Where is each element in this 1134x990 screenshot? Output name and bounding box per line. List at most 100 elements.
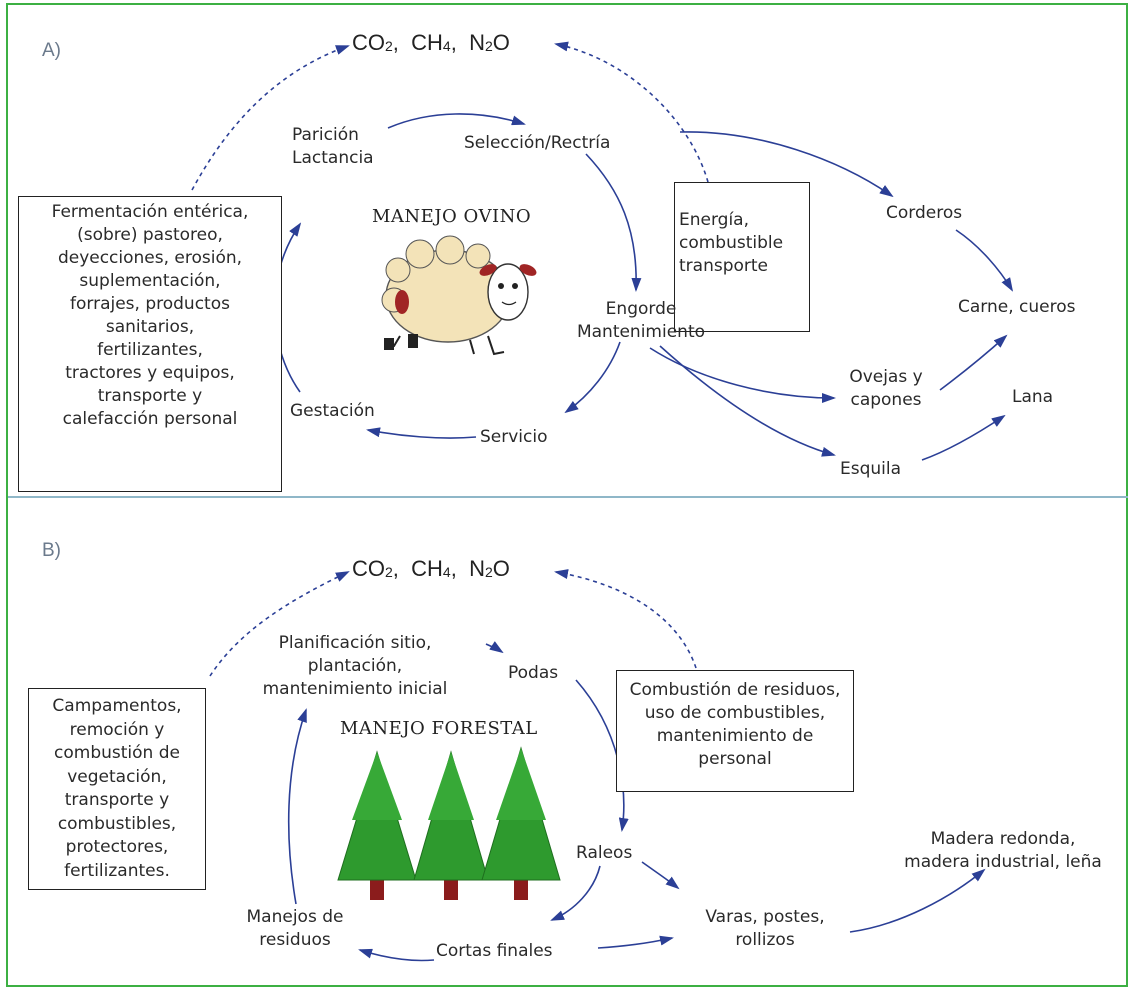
node-madera: Madera redonda, madera industrial, leña <box>878 828 1128 874</box>
panel-a-inputs-box: Fermentación entérica, (sobre) pastoreo,… <box>18 196 282 492</box>
arrow-b-dashed-left <box>209 571 350 677</box>
arrow-cortas-manejos <box>358 948 435 962</box>
node-line: Varas, postes, <box>705 907 825 927</box>
node-lana: Lana <box>1012 387 1054 407</box>
figure-frame <box>6 3 1128 987</box>
gas-ch4-text: CH <box>411 556 443 581</box>
box-line: vegetación, <box>67 766 167 787</box>
box-line: Energía, <box>679 210 750 230</box>
sheep-illustration <box>381 235 537 356</box>
box-line: combustible <box>679 233 784 253</box>
node-line: capones <box>850 390 922 410</box>
arrow-a-dashed-right <box>554 41 709 183</box>
node-raleos: Raleos <box>576 843 633 863</box>
node-line: plantación, <box>307 656 403 676</box>
panel-divider <box>8 496 1128 498</box>
arrow-engorde-ovejas <box>649 347 836 403</box>
box-line: protectores, <box>65 837 169 857</box>
panel-b-emissions-box: Combustión de residuos, uso de combustib… <box>616 670 854 792</box>
box-line: suplementación, <box>79 271 221 291</box>
gas-co2-sub: 2 <box>385 564 393 580</box>
tree-2 <box>413 750 489 900</box>
node-podas: Podas <box>508 663 559 683</box>
gas-co2-text: CO <box>352 30 385 55</box>
node-gestacion: Gestación <box>290 401 375 421</box>
arrow-manejos-planificacion <box>287 708 307 905</box>
arrow-engorde-esquila <box>659 345 836 457</box>
gas-n2o-sub: 2 <box>484 564 493 580</box>
box-line: (sobre) pastoreo, <box>77 225 223 245</box>
node-line: Planificación sitio, <box>278 633 432 653</box>
arrow-esquila-lana <box>921 414 1006 461</box>
panel-b-title: MANEJO FORESTAL <box>340 718 538 739</box>
arrow-servicio-gestacion <box>366 427 477 439</box>
node-line: Ovejas y <box>849 367 923 387</box>
trees-illustration <box>337 746 561 900</box>
node-servicio: Servicio <box>480 427 548 447</box>
box-line: Campamentos, <box>52 696 182 716</box>
tree-1 <box>337 750 417 900</box>
arrow-raleos-varas <box>641 861 680 890</box>
box-line: transporte y <box>64 790 170 810</box>
arrow-seleccion-corderos <box>679 131 894 198</box>
box-line: transporte y <box>97 386 203 406</box>
box-line: calefacción personal <box>62 409 238 429</box>
node-line: Mantenimiento <box>576 322 706 342</box>
node-seleccion: Selección/Rectría <box>464 133 611 153</box>
arrow-paricion-seleccion <box>387 113 526 129</box>
panel-a-label: A) <box>42 40 61 61</box>
node-varas: Varas, postes, rollizos <box>680 906 850 952</box>
gas-n2o-sub: 2 <box>484 38 493 54</box>
node-manejos: Manejos de residuos <box>236 906 354 952</box>
arrow-raleos-cortas <box>550 865 601 921</box>
gas-n2o-text: N <box>469 556 485 581</box>
node-line: mantenimiento inicial <box>262 679 448 699</box>
box-line: fertilizantes. <box>64 860 170 881</box>
arrow-engorde-servicio <box>564 341 621 414</box>
gas-ch4-sub: 4 <box>442 38 451 54</box>
panel-b-inputs-box: Campamentos, remoción y combustión de ve… <box>28 688 206 890</box>
node-corderos: Corderos <box>886 203 963 223</box>
box-line: Combustión de residuos, <box>629 680 841 700</box>
box-line: personal <box>698 749 772 769</box>
node-carne: Carne, cueros <box>958 297 1076 317</box>
gas-n2o-o: O <box>492 556 510 581</box>
box-line: tractores y equipos, <box>65 363 235 383</box>
arrow-b-dashed-right <box>554 569 697 669</box>
box-line: mantenimiento de <box>656 726 814 746</box>
node-line: rollizos <box>735 930 795 950</box>
node-line: Engorde <box>605 299 677 319</box>
panel-a-energy-box: Energía, combustible transporte <box>674 182 810 332</box>
gas-co2-sub: 2 <box>385 38 393 54</box>
gas-ch4-sub: 4 <box>442 564 451 580</box>
box-line: remoción y <box>69 719 165 740</box>
box-line: fertilizantes, <box>97 340 203 360</box>
tree-3 <box>481 746 561 900</box>
arrow-ovejas-carne <box>939 334 1008 391</box>
box-line: deyecciones, erosión, <box>57 248 243 268</box>
box-line: transporte <box>679 256 769 276</box>
node-engorde: Engorde Mantenimiento <box>566 298 716 344</box>
panel-a-title: MANEJO OVINO <box>372 206 532 227</box>
node-esquila: Esquila <box>840 459 902 479</box>
box-line: combustibles, <box>57 813 177 834</box>
panel-a-gases: CO2, CH4, N2O <box>352 30 510 55</box>
arrow-corderos-carne <box>955 229 1014 292</box>
node-line: residuos <box>259 930 331 950</box>
node-ovejas: Ovejas y capones <box>834 366 938 412</box>
box-line: combustión de <box>54 743 180 763</box>
panel-b-gases: CO2, CH4, N2O <box>352 556 510 581</box>
arrow-seleccion-engorde <box>585 153 642 292</box>
gas-n2o-o: O <box>492 30 510 55</box>
arrow-cortas-varas <box>597 935 674 949</box>
box-line: uso de combustibles, <box>644 703 826 723</box>
arrow-planificacion-podas <box>485 641 504 654</box>
node-line: Manejos de <box>246 907 344 927</box>
box-line: sanitarios, <box>105 317 195 337</box>
box-line: forrajes, productos <box>70 294 230 314</box>
node-line: madera industrial, leña <box>904 852 1102 872</box>
gas-ch4-text: CH <box>411 30 443 55</box>
arrow-varas-madera <box>849 868 986 933</box>
node-line: Lactancia <box>292 148 374 168</box>
